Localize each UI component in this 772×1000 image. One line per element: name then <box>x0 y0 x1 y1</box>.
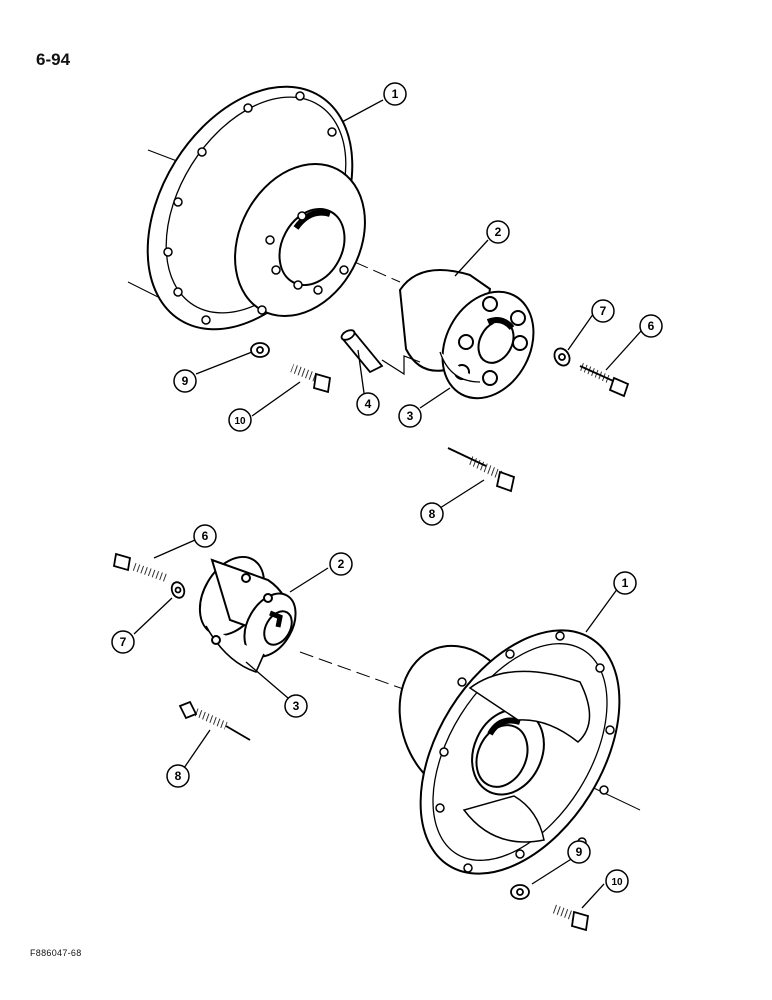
svg-text:6: 6 <box>648 319 655 333</box>
callout-lower-6: 6 <box>193 524 217 548</box>
svg-text:10: 10 <box>611 877 623 888</box>
upper-pin-part-4 <box>340 329 421 376</box>
lower-bolt-part-6 <box>112 552 168 582</box>
callout-lower-10: 10 <box>605 869 629 893</box>
callout-lower-3: 3 <box>284 694 308 718</box>
callout-lower-7: 7 <box>111 630 135 654</box>
callout-upper-10: 10 <box>228 408 252 432</box>
svg-text:2: 2 <box>338 557 345 571</box>
callout-lower-9: 9 <box>567 840 591 864</box>
svg-text:1: 1 <box>622 576 629 590</box>
upper-bolt-part-6 <box>578 362 630 398</box>
upper-washer-part-7 <box>553 347 571 367</box>
svg-text:2: 2 <box>495 225 502 239</box>
callout-bubbles: 1 2 3 4 6 7 9 10 8 2 6 7 3 8 1 9 10 <box>111 82 663 893</box>
svg-text:8: 8 <box>429 507 436 521</box>
svg-text:7: 7 <box>120 635 127 649</box>
upper-bolt-part-10 <box>290 363 332 394</box>
callout-leaders <box>133 99 643 909</box>
svg-text:8: 8 <box>175 769 182 783</box>
upper-housing-part-1 <box>146 85 366 331</box>
callout-lower-1: 1 <box>613 571 637 595</box>
callout-upper-9: 9 <box>173 369 197 393</box>
lower-washer-part-9 <box>510 884 530 900</box>
callout-upper-6: 6 <box>639 314 663 338</box>
callout-upper-1: 1 <box>383 82 407 106</box>
svg-text:3: 3 <box>293 699 300 713</box>
figure-code: F886047-68 <box>30 948 82 958</box>
lower-bolt-part-8 <box>178 700 251 741</box>
svg-text:9: 9 <box>182 374 189 388</box>
svg-text:7: 7 <box>600 304 607 318</box>
svg-text:6: 6 <box>202 529 209 543</box>
page-number: 6-94 <box>36 50 71 69</box>
callout-upper-4: 4 <box>356 392 380 416</box>
upper-coupling-parts-2-3 <box>398 269 535 400</box>
middle-bolt-part-8 <box>447 447 516 493</box>
lower-bolt-part-10 <box>550 903 590 932</box>
callout-middle-8: 8 <box>420 502 444 526</box>
svg-text:10: 10 <box>234 416 246 427</box>
callout-upper-7: 7 <box>591 299 615 323</box>
svg-text:1: 1 <box>392 87 399 101</box>
svg-text:9: 9 <box>576 845 583 859</box>
callout-upper-3: 3 <box>398 404 422 428</box>
lower-coupling-parts-2-3 <box>198 556 297 673</box>
svg-text:4: 4 <box>365 397 372 411</box>
upper-washer-part-9 <box>250 342 270 358</box>
callout-lower-8: 8 <box>166 764 190 788</box>
svg-text:3: 3 <box>407 409 414 423</box>
lower-housing-part-1 <box>398 629 621 875</box>
lower-washer-part-7 <box>170 581 186 599</box>
callout-lower-2: 2 <box>329 552 353 576</box>
upper-housing-bolt-holes <box>163 91 349 325</box>
callout-upper-2: 2 <box>486 220 510 244</box>
